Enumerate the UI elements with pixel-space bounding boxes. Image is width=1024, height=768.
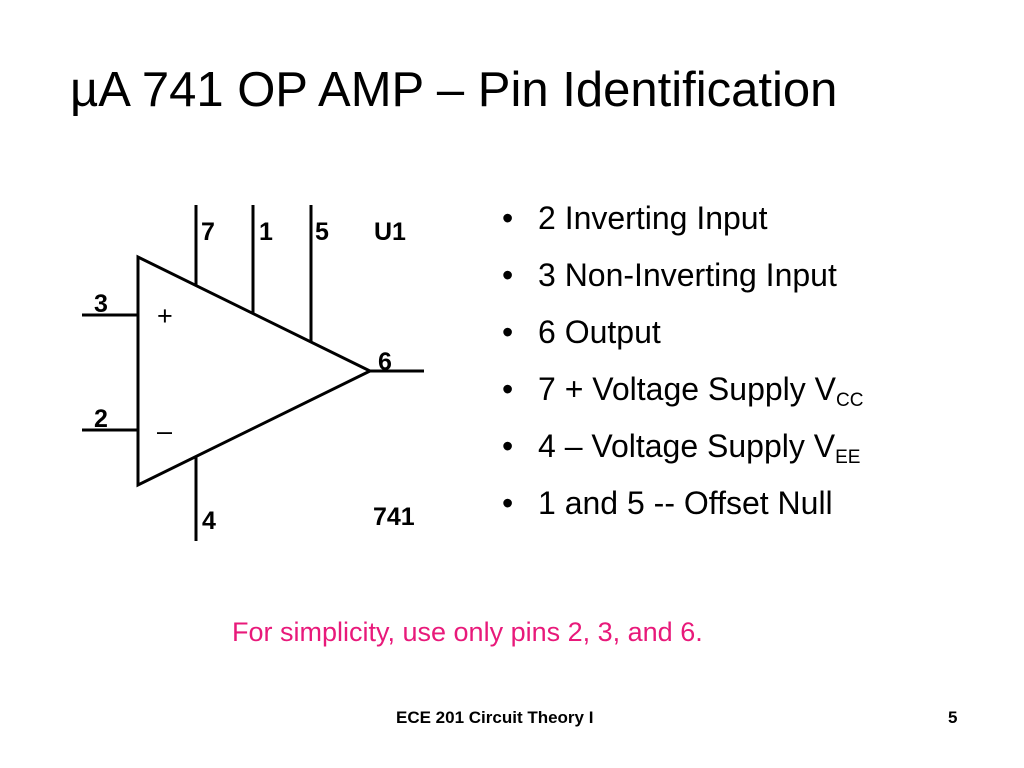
list-item-subscript: EE [835, 447, 861, 468]
pin-7-label: 7 [201, 218, 215, 246]
pin-6-label: 6 [378, 348, 392, 376]
list-item: • 4 – Voltage Supply VEE [502, 418, 863, 475]
list-item-text: 2 Inverting Input [538, 200, 768, 236]
list-item: • 3 Non-Inverting Input [502, 247, 863, 304]
footer-course-title: ECE 201 Circuit Theory I [396, 708, 594, 727]
bullet-marker: • [502, 314, 514, 350]
page-number: 5 [948, 708, 958, 727]
pin-list: • 2 Inverting Input • 3 Non-Inverting Inpu… [502, 190, 863, 532]
part-number-label: 741 [373, 503, 415, 531]
simplicity-note: For simplicity, use only pins 2, 3, and … [232, 617, 703, 647]
list-item: • 2 Inverting Input [502, 190, 863, 247]
pin-2-label: 2 [94, 405, 108, 433]
pin-3-label: 3 [94, 290, 108, 318]
plus-sign: + [157, 301, 173, 331]
bullet-marker: • [502, 257, 514, 293]
pin-1-label: 1 [259, 218, 273, 246]
pin-4-label: 4 [202, 507, 216, 535]
reference-designator: U1 [374, 218, 406, 246]
bullet-marker: • [502, 371, 514, 407]
list-item-text: 7 + Voltage Supply V [538, 371, 836, 407]
slide-title: µA 741 OP AMP – Pin Identification [70, 63, 838, 117]
list-item: • 6 Output [502, 304, 863, 361]
bullet-marker: • [502, 485, 514, 521]
list-item-subscript: CC [836, 390, 864, 411]
minus-sign: – [157, 416, 172, 446]
pin-5-label: 5 [315, 218, 329, 246]
bullet-marker: • [502, 428, 514, 464]
list-item-text: 3 Non-Inverting Input [538, 257, 837, 293]
list-item-text: 1 and 5 -- Offset Null [538, 485, 833, 521]
list-item-text: 4 – Voltage Supply V [538, 428, 836, 464]
list-item: • 1 and 5 -- Offset Null [502, 475, 863, 532]
list-item-text: 6 Output [538, 314, 661, 350]
bullet-marker: • [502, 200, 514, 236]
list-item: • 7 + Voltage Supply VCC [502, 361, 863, 418]
